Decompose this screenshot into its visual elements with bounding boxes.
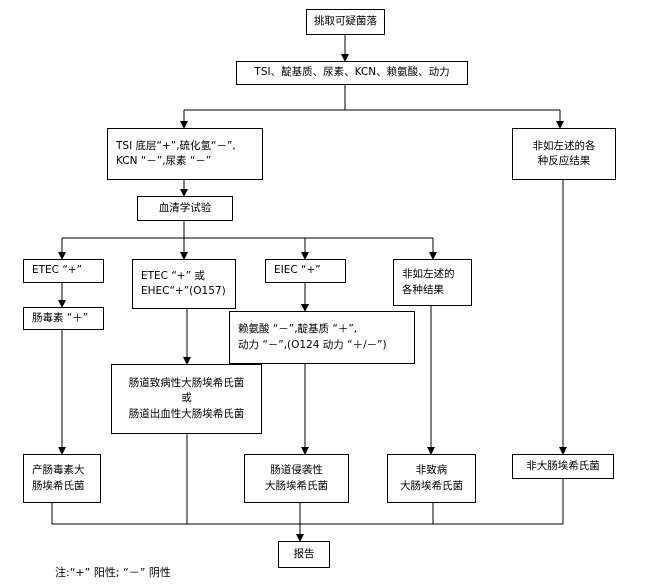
- eiec-condition-line-1: 赖氨酸 “－”,靛基质 “＋”,: [238, 323, 358, 336]
- report-label: 报告: [293, 547, 315, 560]
- invasive-line-1: 肠道侵袭性: [270, 464, 323, 477]
- tests-label: TSI、靛基质、尿素、KCN、赖氨酸、动力: [254, 66, 450, 79]
- enterotoxin-box: 肠毒素 “＋”: [23, 307, 104, 330]
- report-box: 报告: [278, 541, 330, 568]
- other-left-box: 非如左述的各 种反应结果: [512, 128, 616, 180]
- invasive-line-2: 大肠埃希氏菌: [265, 479, 328, 492]
- etec-ehec-box: ETEC “+” 或 EHEC“+”(O157): [132, 259, 236, 309]
- non-ecoli-box: 非大肠埃希氏菌: [512, 454, 614, 479]
- tsi-condition-line-1: TSI 底层“+”,硫化氢“－”,: [116, 139, 236, 152]
- ehec-line: 肠道出血性大肠埃希氏菌: [128, 407, 245, 420]
- or-line: 或: [181, 392, 192, 405]
- serology-label: 血清学试验: [158, 201, 212, 214]
- epec-line: 肠道致病性大肠埃希氏菌: [128, 377, 245, 390]
- invasive-box: 肠道侵袭性 大肠埃希氏菌: [244, 454, 349, 503]
- etec-box: ETEC “+”: [23, 259, 104, 283]
- non-ecoli-label: 非大肠埃希氏菌: [526, 459, 600, 472]
- nonpath-line-1: 非致病: [415, 464, 448, 477]
- serology-box: 血清学试验: [137, 196, 233, 221]
- etec-ehec-line-2: EHEC“+”(O157): [141, 285, 226, 297]
- epec-ehec-box: 肠道致病性大肠埃希氏菌 或 肠道出血性大肠埃希氏菌: [111, 364, 262, 434]
- tsi-conditions-box: TSI 底层“+”,硫化氢“－”, KCN “－”,尿素 “－”: [107, 128, 263, 180]
- isolate-label: 挑取可疑菌落: [314, 15, 377, 28]
- toxigenic-box: 产肠毒素大 肠埃希氏菌: [23, 454, 101, 503]
- eiec-conditions-box: 赖氨酸 “－”,靛基质 “＋”, 动力 “－”,(O124 动力 “＋/－”): [229, 311, 415, 364]
- toxigenic-line-2: 肠埃希氏菌: [32, 479, 85, 492]
- isolate-box: 挑取可疑菌落: [306, 9, 385, 35]
- other-left-line-1: 非如左述的各: [532, 139, 596, 152]
- nonpath-line-2: 大肠埃希氏菌: [400, 479, 463, 492]
- tests-box: TSI、靛基质、尿素、KCN、赖氨酸、动力: [236, 61, 468, 85]
- enterotoxin-label: 肠毒素 “＋”: [32, 311, 89, 324]
- tsi-condition-line-2: KCN “－”,尿素 “－”: [116, 155, 212, 167]
- eiec-box: EIEC “+”: [265, 259, 346, 283]
- other-results-line-1: 非如左述的: [402, 268, 455, 281]
- other-results-box: 非如左述的 各种结果: [393, 259, 472, 306]
- eiec-condition-line-2: 动力 “－”,(O124 动力 “＋/－”): [238, 338, 387, 351]
- other-results-line-2: 各种结果: [402, 283, 444, 296]
- etec-ehec-line-1: ETEC “+” 或: [141, 269, 205, 282]
- etec-label: ETEC “+”: [32, 264, 83, 277]
- eiec-label: EIEC “+”: [274, 264, 321, 277]
- legend-note: 注:“+” 阳性; “－” 阴性: [55, 566, 171, 579]
- toxigenic-line-1: 产肠毒素大: [32, 464, 85, 477]
- other-left-line-2: 种反应结果: [537, 155, 591, 167]
- nonpath-box: 非致病 大肠埃希氏菌: [387, 454, 476, 503]
